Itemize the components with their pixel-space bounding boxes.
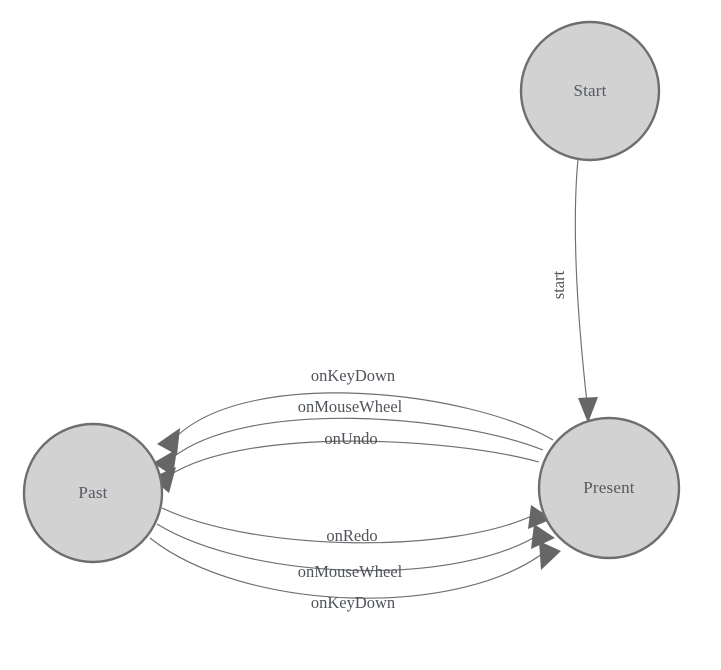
edge-label-past-present-onmousewheel: onMouseWheel: [298, 562, 403, 581]
edge-present-to-past-onundo-path: [169, 440, 540, 476]
edge-past-to-present-onmousewheel-path: [156, 523, 544, 572]
node-present[interactable]: Present: [537, 416, 681, 560]
edge-label-present-past-onundo: onUndo: [324, 429, 377, 448]
edge-label-present-past-onmousewheel: onMouseWheel: [298, 397, 403, 416]
edge-past-to-present-onkeydown[interactable]: onKeyDown: [149, 537, 561, 612]
edge-present-to-past-onkeydown-path: [175, 392, 554, 441]
node-present-label: Present: [583, 478, 635, 497]
edge-past-to-present-onmousewheel[interactable]: onMouseWheel: [156, 523, 555, 581]
edge-label-start: start: [549, 270, 568, 299]
node-start-label: Start: [573, 81, 606, 100]
node-past-circle[interactable]: [22, 422, 164, 564]
node-start[interactable]: Start: [519, 20, 661, 162]
edge-start-to-present-path: [574, 158, 588, 404]
node-past[interactable]: Past: [22, 422, 164, 564]
arrowhead-present-3: [539, 541, 561, 570]
arrowhead-present-top: [578, 397, 598, 423]
arrowhead-past-3: [151, 467, 176, 493]
edge-past-to-present-onkeydown-path: [149, 537, 552, 599]
edge-past-to-present-onredo[interactable]: onRedo: [161, 505, 552, 545]
node-start-circle[interactable]: [519, 20, 661, 162]
arrowhead-present-1: [528, 505, 552, 529]
edge-start-to-present[interactable]: start: [549, 158, 598, 423]
edge-present-to-past-onkeydown[interactable]: onKeyDown: [157, 366, 554, 455]
node-present-circle[interactable]: [537, 416, 681, 560]
edge-label-past-present-onkeydown: onKeyDown: [311, 593, 395, 612]
edge-present-to-past-onundo[interactable]: onUndo: [151, 429, 540, 493]
edge-label-present-past-onkeydown: onKeyDown: [311, 366, 395, 385]
edge-label-past-present-onredo: onRedo: [326, 526, 377, 545]
arrowhead-present-2: [531, 524, 555, 549]
node-past-label: Past: [78, 483, 107, 502]
edge-past-to-present-onredo-path: [161, 507, 539, 544]
arrowhead-past-1: [157, 428, 180, 455]
edge-present-to-past-onmousewheel-path: [171, 417, 544, 459]
